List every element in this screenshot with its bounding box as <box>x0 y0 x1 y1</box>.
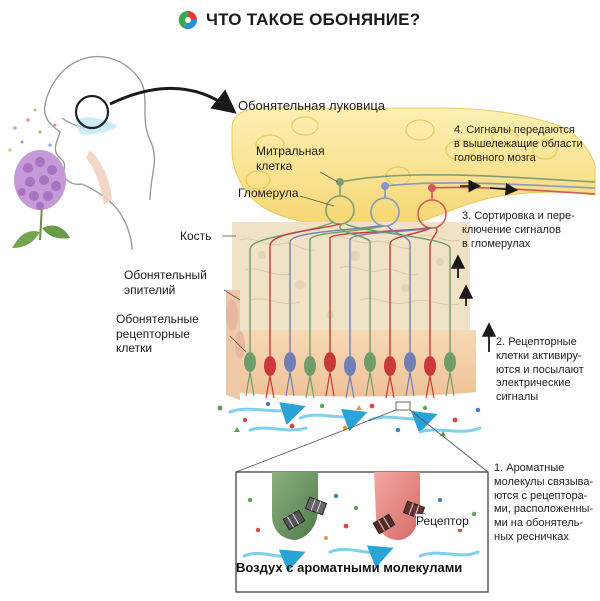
receptor-proteins <box>282 496 426 535</box>
throat <box>86 150 112 205</box>
label-glomerulus: Гломерула <box>238 186 299 200</box>
label-receptor-cells: Обонятельные рецепторные клетки <box>116 312 199 356</box>
label-receptor: Рецептор <box>416 514 469 529</box>
logo-icon <box>178 10 198 30</box>
page-title: ЧТО ТАКОЕ ОБОНЯНИЕ? <box>206 10 421 29</box>
zoom-circle <box>74 94 110 130</box>
axon-bundles <box>249 221 451 330</box>
support-cells <box>226 299 245 359</box>
scent-particles-left <box>8 108 57 152</box>
pointer-lines <box>222 171 439 521</box>
label-olfactory-epithelium: Обонятельный эпителий <box>124 268 207 297</box>
label-bone: Кость <box>180 229 212 243</box>
label-mitral-cell: Митральная клетка <box>256 144 325 173</box>
step-3-text: 3. Сортировка и пере- ключение сигналов … <box>462 210 575 250</box>
receptor-neurons <box>244 330 456 399</box>
step-2-text: 2. Рецепторные клетки активиру- ются и п… <box>496 336 584 403</box>
step-1-text: 1. Ароматные молекулы связыва- ются с ре… <box>494 462 594 543</box>
signal-arrow-2 <box>489 182 519 196</box>
nasal-cavity <box>75 117 118 135</box>
step-4-text: 4. Сигналы передаются в вышележащие обла… <box>454 124 583 164</box>
inset-air-flow <box>242 545 480 572</box>
label-olfactory-bulb: Обонятельная луковица <box>238 98 386 113</box>
mitral-cells <box>336 178 436 200</box>
inset-cilium-green <box>272 472 318 540</box>
olfactory-bulb <box>231 107 596 229</box>
zoom-arrow <box>109 86 237 114</box>
inset-molecules <box>247 493 477 540</box>
head-outline <box>43 56 156 251</box>
zoom-lines <box>235 401 489 473</box>
odor-molecules <box>217 401 481 436</box>
lilac-flower <box>12 150 70 248</box>
air-flow <box>228 402 482 434</box>
label-air-caption: Воздух с ароматными молекулами <box>236 560 463 575</box>
